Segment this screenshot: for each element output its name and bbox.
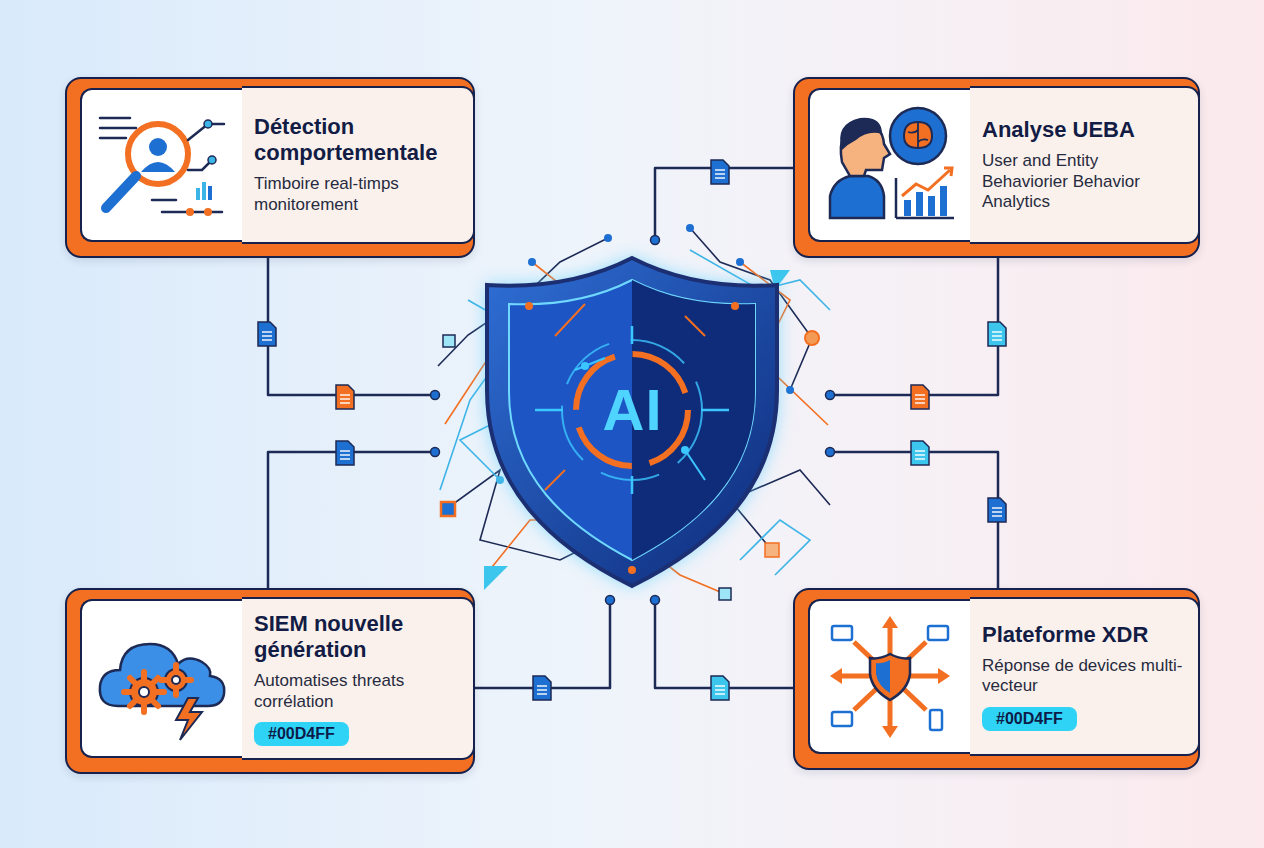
icon-panel <box>80 599 242 758</box>
connector-line <box>830 452 998 588</box>
document-line <box>340 398 350 399</box>
document-line <box>992 339 1002 340</box>
document-line <box>537 685 547 686</box>
document-line <box>992 511 1002 512</box>
document-line <box>915 450 925 451</box>
text-panel: Détection comportementaleTimboire real-t… <box>242 86 475 244</box>
card-description: Automatises threats corrélation <box>254 671 461 712</box>
document-icon <box>533 676 551 700</box>
document-line <box>992 331 1002 332</box>
connector-end-dot <box>431 448 440 457</box>
connector-end-dot <box>826 391 835 400</box>
card-heading: Analyse UEBA <box>982 117 1186 143</box>
connector-line <box>268 452 435 588</box>
document-line <box>340 454 350 455</box>
connector-line <box>655 600 793 688</box>
card-description: User and Entity Behaviorier Behavior Ana… <box>982 151 1186 213</box>
document-line <box>340 458 350 459</box>
document-line <box>340 394 350 395</box>
document-line <box>537 693 547 694</box>
document-line <box>262 339 272 340</box>
document-icon <box>911 441 929 465</box>
document-line <box>715 693 725 694</box>
card-description: Réponse de devices multi-vecteur <box>982 656 1186 697</box>
document-line <box>992 515 1002 516</box>
shield-devices-icon <box>820 612 960 742</box>
cloud-gears-icon <box>92 614 232 744</box>
color-badge: #00D4FF <box>982 707 1077 731</box>
connector-end-dot <box>651 236 660 245</box>
document-line <box>915 458 925 459</box>
card-heading: Détection comportementale <box>254 114 461 166</box>
feature-card: SIEM nouvelle générationAutomatises thre… <box>65 588 475 774</box>
document-line <box>262 331 272 332</box>
document-icon <box>988 322 1006 346</box>
card-heading: Plateforme XDR <box>982 622 1186 648</box>
connector-line <box>268 258 435 395</box>
document-icon <box>258 322 276 346</box>
shield-label: AI <box>435 380 830 440</box>
document-icon <box>988 498 1006 522</box>
icon-panel <box>80 88 242 242</box>
text-panel: SIEM nouvelle générationAutomatises thre… <box>242 597 475 760</box>
card-description: Timboire real-timps monitorement <box>254 174 461 215</box>
document-line <box>715 173 725 174</box>
connector-end-dot <box>826 448 835 457</box>
document-line <box>915 402 925 403</box>
document-line <box>262 335 272 336</box>
icon-panel <box>808 88 970 242</box>
document-line <box>340 450 350 451</box>
document-icon <box>711 160 729 184</box>
document-icon <box>336 385 354 409</box>
document-line <box>715 689 725 690</box>
document-icon <box>336 441 354 465</box>
connector-line <box>830 258 998 395</box>
document-line <box>915 454 925 455</box>
feature-card: Détection comportementaleTimboire real-t… <box>65 77 475 258</box>
document-line <box>992 507 1002 508</box>
document-line <box>992 335 1002 336</box>
document-icon <box>711 676 729 700</box>
connector-line <box>475 600 610 688</box>
document-line <box>915 394 925 395</box>
card-heading: SIEM nouvelle génération <box>254 611 461 663</box>
icon-panel <box>808 599 970 754</box>
text-panel: Analyse UEBA User and Entity Behaviorier … <box>970 86 1200 244</box>
color-badge: #00D4FF <box>254 722 349 746</box>
connector-end-dot <box>606 596 615 605</box>
document-icon <box>911 385 929 409</box>
document-line <box>915 398 925 399</box>
document-line <box>715 169 725 170</box>
connector-end-dot <box>651 596 660 605</box>
document-line <box>715 685 725 686</box>
text-panel: Plateforme XDR Réponse de devices multi-v… <box>970 597 1200 756</box>
document-line <box>340 402 350 403</box>
document-line <box>537 689 547 690</box>
connector-end-dot <box>431 391 440 400</box>
search-person-icon <box>92 100 232 230</box>
ai-shield: AI <box>435 240 830 600</box>
document-line <box>715 177 725 178</box>
analyst-brain-icon <box>820 100 960 230</box>
feature-card: Plateforme XDR Réponse de devices multi-v… <box>793 588 1200 770</box>
feature-card: Analyse UEBA User and Entity Behaviorier … <box>793 77 1200 258</box>
